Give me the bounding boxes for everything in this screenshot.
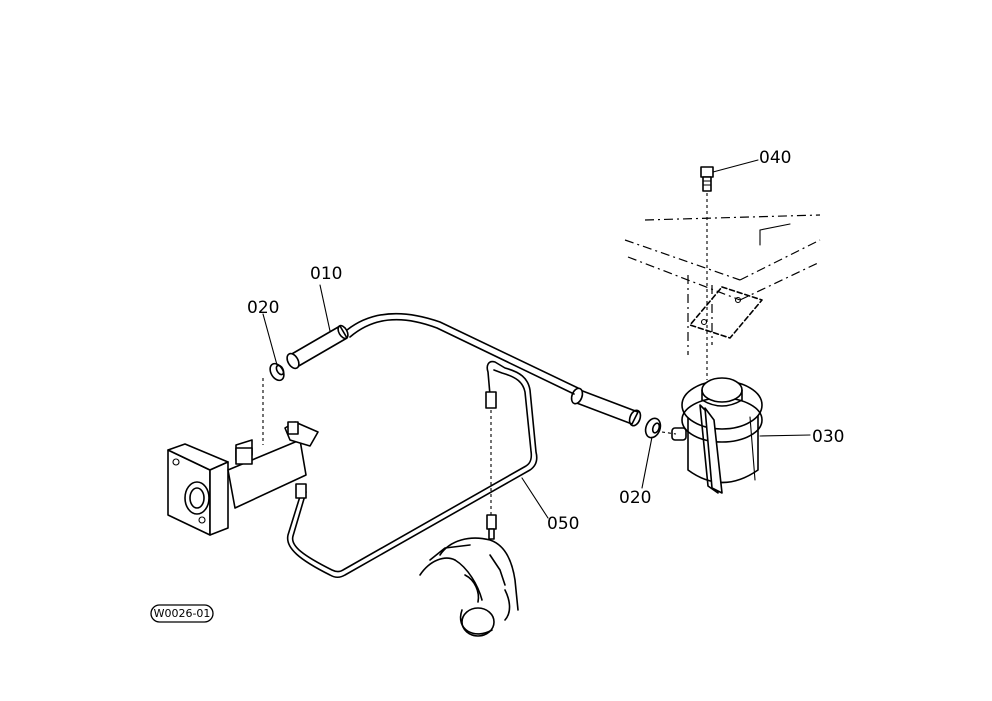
drawing-code-text: W0026-01 [154,607,211,620]
suction-pipe [346,312,677,435]
frame-bracket [624,214,821,355]
label-010: 010 [310,264,342,284]
transmission-housing [419,537,519,637]
label-020-left: 020 [247,298,279,318]
label-020-right: 020 [619,488,651,508]
label-040: 040 [759,148,791,168]
clamp-020-left [269,362,285,382]
leader-lines [262,159,811,519]
clamp-020-right [644,417,662,439]
label-030: 030 [812,427,844,447]
hose-right [570,387,642,427]
master-cylinder [167,378,319,536]
label-050: 050 [547,514,579,534]
drawing-code-badge: W0026-01 [150,604,214,623]
reservoir-tank [671,377,763,494]
pipe-050 [286,360,538,579]
hose-010 [286,324,349,370]
bolt-040 [700,166,714,380]
